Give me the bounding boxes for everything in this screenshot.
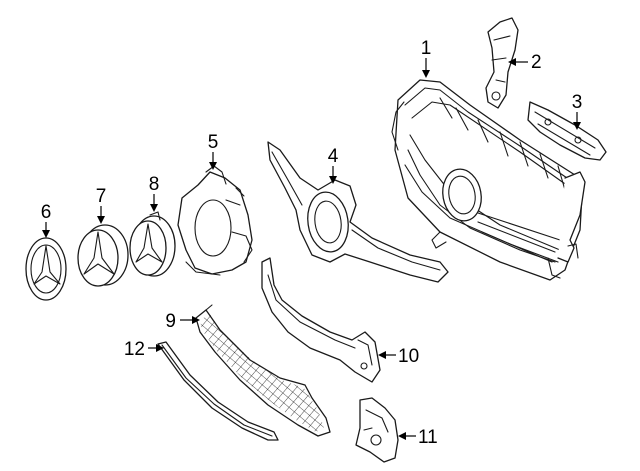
part-1-grille-assembly [391, 79, 586, 281]
leader-lines [42, 58, 581, 440]
callout-1: 1 [421, 38, 432, 59]
part-9-lower-mesh-grille [195, 304, 331, 437]
callout-3: 3 [572, 92, 583, 113]
callout-11: 11 [418, 427, 438, 448]
part-8-emblem [129, 211, 176, 277]
part-11-lower-side-bracket [355, 397, 399, 463]
callout-12: 12 [124, 339, 145, 360]
callout-6: 6 [41, 202, 52, 223]
callout-labels: 1 2 3 4 5 6 7 8 9 10 11 12 [41, 38, 583, 448]
arrow-3 [573, 122, 581, 130]
arrow-1 [422, 70, 430, 78]
arrow-5 [209, 162, 217, 170]
part-3-side-bracket [527, 101, 607, 161]
part-7-emblem [77, 224, 129, 287]
callout-2: 2 [531, 52, 542, 73]
arrow-10 [378, 351, 386, 359]
arrow-6 [42, 230, 50, 238]
callout-4: 4 [328, 146, 339, 167]
arrow-11 [398, 432, 406, 440]
arrow-12 [156, 344, 164, 352]
callout-9: 9 [165, 311, 176, 332]
part-4-grille-bar [267, 141, 449, 283]
callout-8: 8 [149, 174, 160, 195]
part-12-molding-strip [157, 341, 279, 441]
part-10-lower-bracket [261, 257, 381, 383]
callout-5: 5 [208, 132, 219, 153]
arrow-9 [192, 316, 200, 324]
part-6-emblem-star [25, 237, 67, 301]
arrow-4 [329, 176, 337, 184]
arrow-2 [508, 58, 516, 66]
part-5-emblem-housing [177, 165, 253, 276]
callout-7: 7 [96, 186, 107, 207]
arrow-7 [97, 216, 105, 224]
part-2-upper-bracket [485, 17, 519, 109]
arrow-8 [150, 204, 158, 212]
callout-10: 10 [398, 346, 419, 367]
